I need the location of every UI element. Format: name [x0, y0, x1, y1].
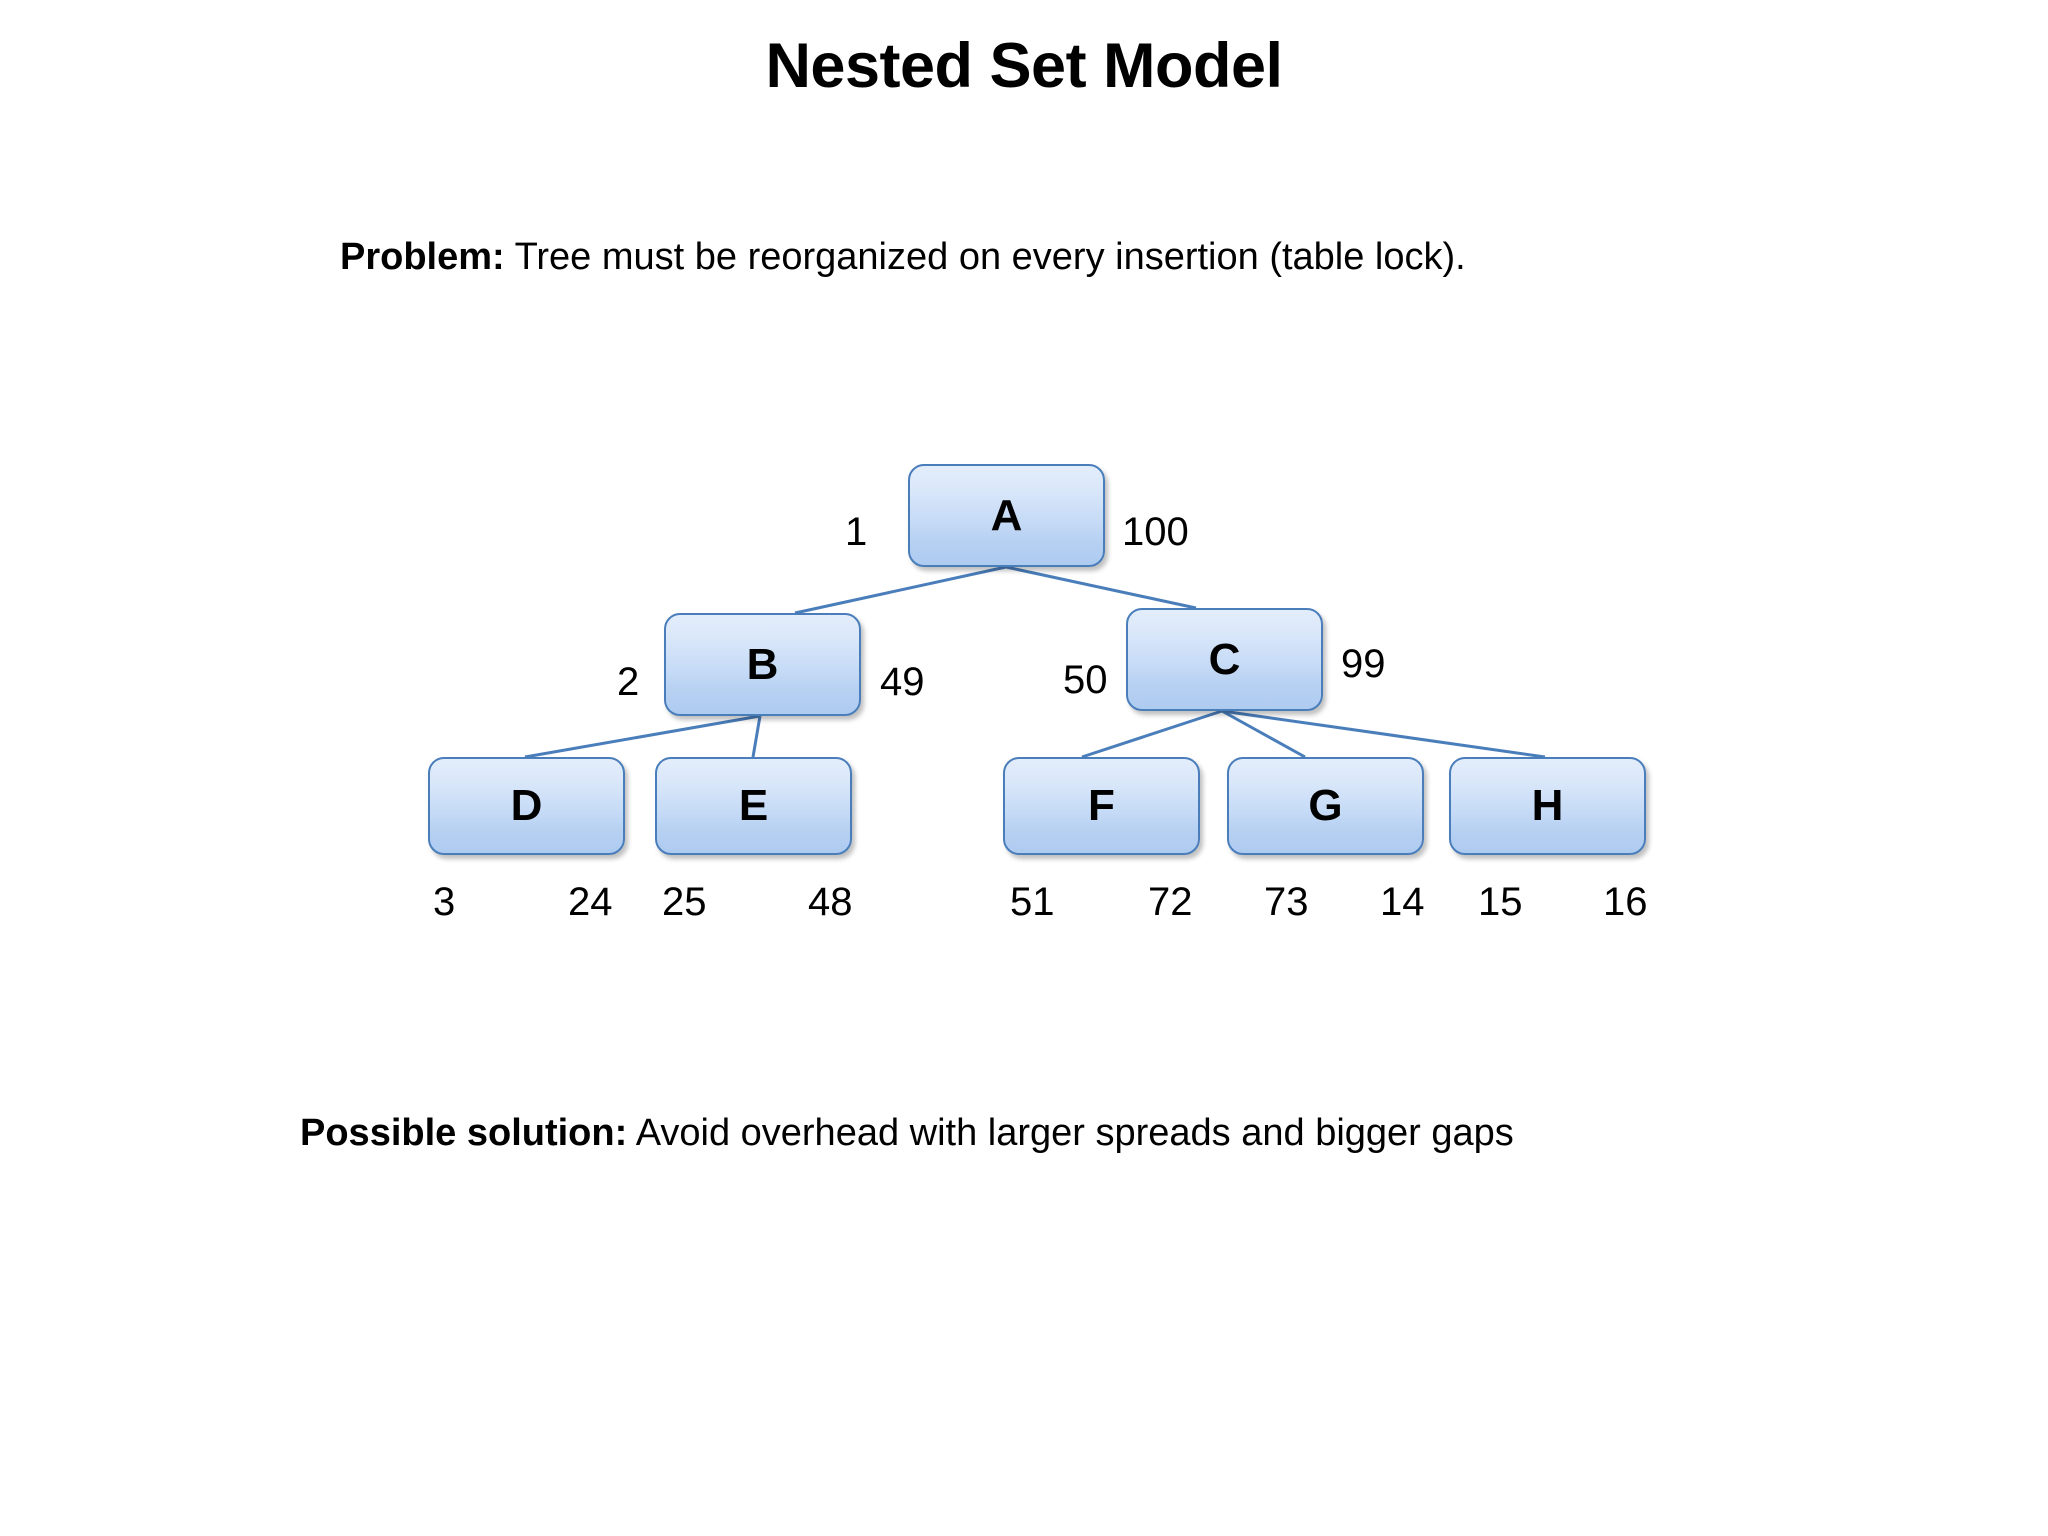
- tree-node-f[interactable]: F: [1003, 757, 1200, 855]
- problem-statement: Problem: Tree must be reorganized on eve…: [340, 236, 1466, 279]
- tree-node-e[interactable]: E: [655, 757, 852, 855]
- edge-b-e: [751, 715, 762, 758]
- bound-b-left: 2: [617, 660, 640, 704]
- bound-f-right: 72: [1148, 880, 1193, 924]
- bound-g-right: 14: [1380, 880, 1425, 924]
- node-g-label: G: [1308, 781, 1343, 830]
- page-title: Nested Set Model: [765, 31, 1283, 101]
- node-b-label: B: [746, 639, 779, 689]
- bound-a-right: 100: [1122, 510, 1189, 554]
- tree-node-g[interactable]: G: [1227, 757, 1424, 855]
- bound-e-left: 25: [662, 880, 707, 924]
- solution-label: Possible solution:: [300, 1112, 628, 1154]
- edge-a-c: [1005, 565, 1197, 610]
- tree-node-h[interactable]: H: [1449, 757, 1646, 855]
- bound-a-left: 1: [845, 510, 868, 554]
- bound-f-left: 51: [1010, 880, 1055, 924]
- bound-d-right: 24: [568, 880, 613, 924]
- edge-c-g: [1221, 709, 1306, 759]
- bound-c-left: 50: [1063, 658, 1108, 702]
- solution-text: Avoid overhead with larger spreads and b…: [627, 1112, 1514, 1154]
- bound-c-right: 99: [1341, 642, 1386, 686]
- bound-h-right: 16: [1603, 880, 1648, 924]
- bound-b-right: 49: [880, 660, 925, 704]
- edge-c-h: [1221, 709, 1546, 759]
- tree-node-c[interactable]: C: [1126, 608, 1323, 711]
- bound-d-left: 3: [433, 880, 456, 924]
- tree-node-a[interactable]: A: [908, 464, 1105, 567]
- tree-node-d[interactable]: D: [428, 757, 625, 855]
- edge-c-f: [1081, 709, 1223, 759]
- solution-statement: Possible solution: Avoid overhead with l…: [300, 1112, 1514, 1155]
- node-d-label: D: [510, 781, 543, 830]
- node-h-label: H: [1531, 781, 1564, 830]
- node-a-label: A: [990, 490, 1023, 540]
- bound-h-left: 15: [1478, 880, 1523, 924]
- node-e-label: E: [738, 781, 769, 830]
- problem-text: Tree must be reorganized on every insert…: [504, 236, 1466, 278]
- bound-g-left: 73: [1264, 880, 1309, 924]
- bound-e-right: 48: [808, 880, 853, 924]
- problem-label: Problem:: [340, 236, 505, 278]
- edge-a-b: [794, 565, 1007, 615]
- node-f-label: F: [1088, 781, 1115, 830]
- node-c-label: C: [1208, 634, 1241, 684]
- tree-node-b[interactable]: B: [664, 613, 861, 716]
- edge-b-d: [524, 714, 761, 759]
